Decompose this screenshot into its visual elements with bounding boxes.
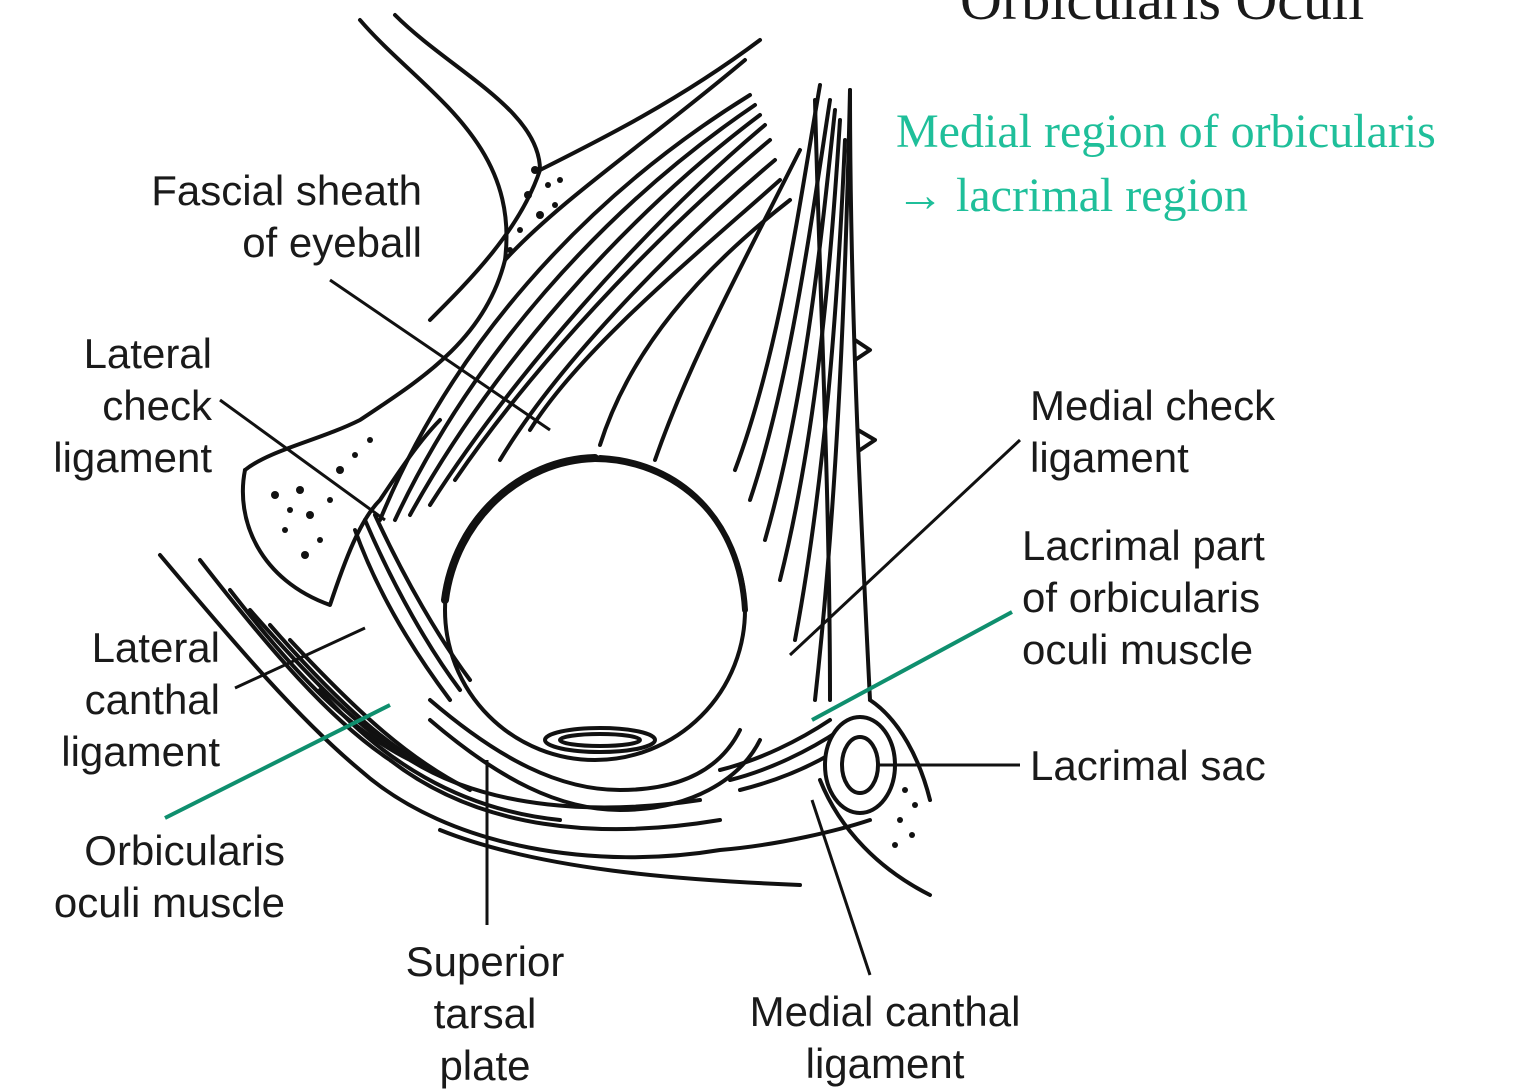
label-lacrimal-part-orbicularis: Lacrimal part of orbicularis oculi muscl…: [1022, 520, 1265, 676]
label-superior-tarsal-plate: Superior tarsal plate: [385, 936, 585, 1091]
label-fascial-sheath: Fascial sheath of eyeball: [100, 165, 422, 269]
leader-medial-canthal: [812, 800, 870, 975]
label-lateral-check-ligament: Lateral check ligament: [20, 328, 212, 484]
label-lateral-canthal-ligament: Lateral canthal ligament: [20, 622, 220, 778]
label-medial-check-ligament: Medial check ligament: [1030, 380, 1275, 484]
label-orbicularis-oculi-muscle: Orbicularis oculi muscle: [10, 825, 285, 929]
label-medial-canthal-ligament: Medial canthal ligament: [720, 986, 1050, 1090]
bone-stipple-medial: [892, 787, 918, 848]
label-lacrimal-sac: Lacrimal sac: [1030, 740, 1266, 792]
pointer-lacrimal-part: [812, 612, 1012, 720]
page-title: Orbicularis Oculi: [960, 0, 1364, 33]
annotation-line-1: Medial region of orbicularis: [896, 100, 1436, 164]
upper-boundary-line-2: [540, 40, 760, 170]
annotation-line-2: → lacrimal region: [896, 164, 1436, 228]
annotation-note: Medial region of orbicularis → lacrimal …: [896, 100, 1436, 228]
